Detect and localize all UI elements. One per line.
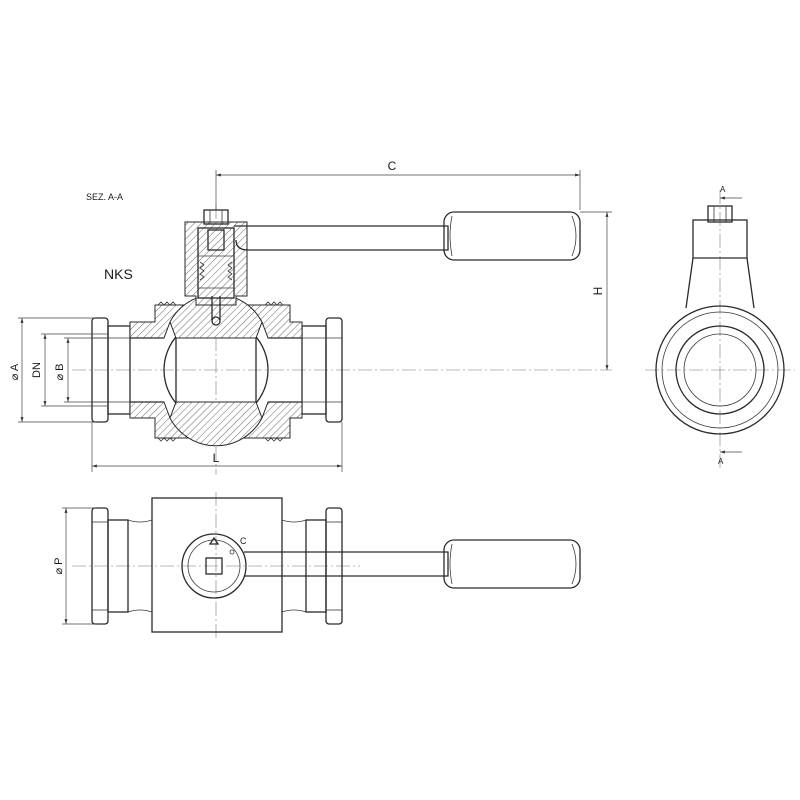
lever-handle — [234, 211, 581, 261]
cut-marker-bottom: A — [718, 457, 724, 466]
dimension-l: L — [91, 422, 343, 472]
side-view: A A — [645, 185, 795, 470]
section-view: SEZ. A-A NKS — [9, 159, 612, 475]
dim-a-label: ⌀ A — [9, 363, 21, 380]
knob-mark-label: C — [240, 536, 247, 546]
dim-b-label: ⌀ B — [54, 363, 66, 380]
dim-dn-label: DN — [31, 362, 43, 378]
dim-c-label: C — [388, 159, 397, 173]
dim-p-label: ⌀ P — [53, 557, 65, 574]
valve-ball — [163, 293, 269, 447]
section-label: SEZ. A-A — [86, 192, 123, 202]
dimension-b: ⌀ B — [54, 337, 108, 403]
stem-housing — [184, 209, 248, 320]
dim-h-label: H — [591, 287, 605, 296]
cut-marker-top: A — [720, 185, 726, 194]
dimension-dn: DN — [31, 333, 108, 407]
model-label: NKS — [104, 266, 133, 282]
top-view: C ⌀ P — [53, 492, 581, 638]
dimension-a: ⌀ A — [9, 317, 96, 423]
dimension-h: H — [580, 211, 612, 370]
dim-l-label: L — [213, 451, 220, 465]
dimension-c: C — [215, 159, 581, 210]
